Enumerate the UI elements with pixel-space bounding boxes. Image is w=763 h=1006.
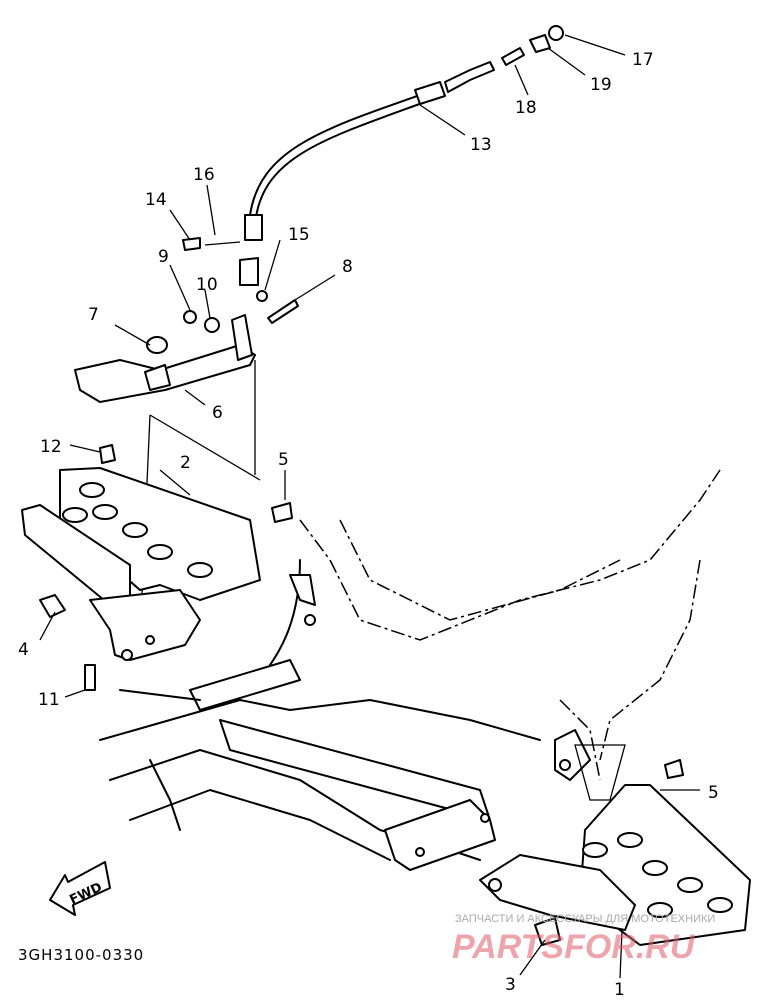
callout-2: 2 xyxy=(180,453,191,473)
watermark-tagline: ЗАПЧАСТИ И АКСЕССУАРЫ ДЛЯ МОТОТЕХНИКИ xyxy=(455,913,715,925)
callout-4: 4 xyxy=(18,640,29,660)
callout-3: 3 xyxy=(505,975,516,995)
leader-lines xyxy=(39,34,700,979)
right-footrest xyxy=(479,759,751,946)
callout-6: 6 xyxy=(212,403,223,423)
brake-pedal xyxy=(74,237,299,641)
callout-9: 9 xyxy=(158,247,169,267)
callout-14: 14 xyxy=(145,190,167,210)
callout-8: 8 xyxy=(342,257,353,277)
callout-7: 7 xyxy=(88,305,99,325)
callout-10: 10 xyxy=(196,275,218,295)
callout-1: 1 xyxy=(614,980,625,1000)
diagram-code: 3GH3100-0330 xyxy=(18,946,144,964)
callout-17: 17 xyxy=(632,50,654,70)
fwd-arrow: FWD xyxy=(49,861,111,916)
watermark-logo: PARTSFOR.RU xyxy=(452,928,696,966)
callout-18: 18 xyxy=(515,98,537,118)
frame-outline xyxy=(99,469,721,871)
callout-19: 19 xyxy=(590,75,612,95)
callout-labels: 1 2 3 4 5 5 6 7 8 9 10 11 12 13 14 15 16… xyxy=(18,50,719,1000)
callout-5a: 5 xyxy=(278,450,289,470)
callout-11: 11 xyxy=(38,690,60,710)
callout-12: 12 xyxy=(40,437,62,457)
watermark: ЗАПЧАСТИ И АКСЕССУАРЫ ДЛЯ МОТОТЕХНИКИ PA… xyxy=(452,913,715,966)
brake-cable xyxy=(239,25,564,286)
callout-13: 13 xyxy=(470,135,492,155)
callout-15: 15 xyxy=(288,225,310,245)
left-footrest xyxy=(21,444,293,691)
callout-5b: 5 xyxy=(708,783,719,803)
callout-16: 16 xyxy=(193,165,215,185)
